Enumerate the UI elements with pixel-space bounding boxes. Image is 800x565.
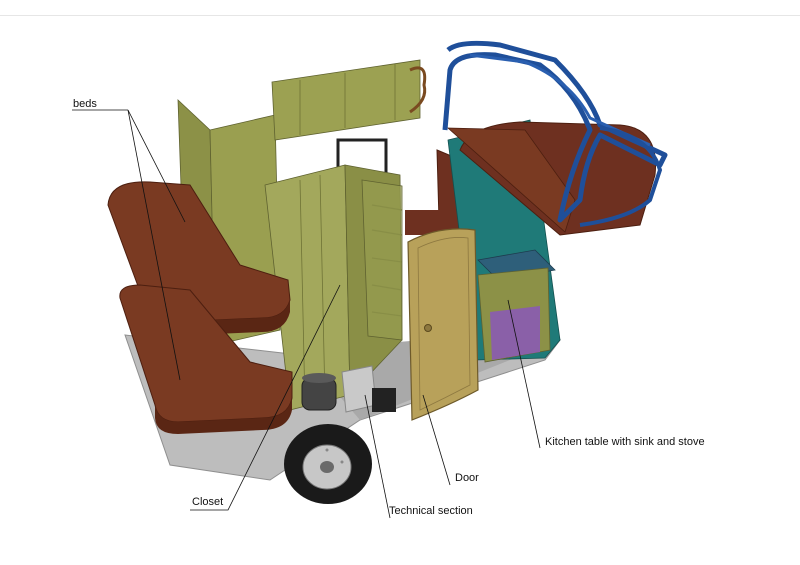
door-inset — [417, 237, 471, 411]
roof-frame-inner — [469, 53, 651, 147]
leader-technical — [364, 394, 391, 519]
top-divider — [0, 15, 800, 16]
label-closet: Closet — [192, 496, 224, 508]
leader-kitchen — [507, 299, 541, 449]
leader-beds-1 — [127, 109, 186, 223]
roof-frame-rear — [579, 126, 663, 227]
tech-black — [372, 388, 396, 412]
label-door: Door — [455, 472, 479, 484]
closet-divider — [299, 174, 326, 406]
battery — [341, 365, 377, 413]
leader-closet — [190, 284, 341, 511]
shelf-unit — [361, 179, 403, 341]
bed-lower-edge — [155, 398, 292, 434]
cabinet-line — [299, 64, 396, 135]
label-kitchen-table: Kitchen table with sink and stove — [545, 436, 705, 448]
front-bench-side — [446, 127, 576, 233]
rim-holes — [325, 448, 344, 464]
hub — [320, 461, 334, 473]
upper-cabinet — [271, 59, 421, 141]
label-beds: beds — [73, 98, 97, 110]
tank-top — [302, 373, 336, 383]
leader-door — [422, 394, 451, 486]
roof-frame — [442, 40, 668, 223]
label-technical-section: Technical section — [389, 505, 473, 517]
leader-beds-2 — [127, 109, 181, 381]
door-handle — [424, 324, 432, 332]
cabinet-hinge — [409, 66, 427, 114]
